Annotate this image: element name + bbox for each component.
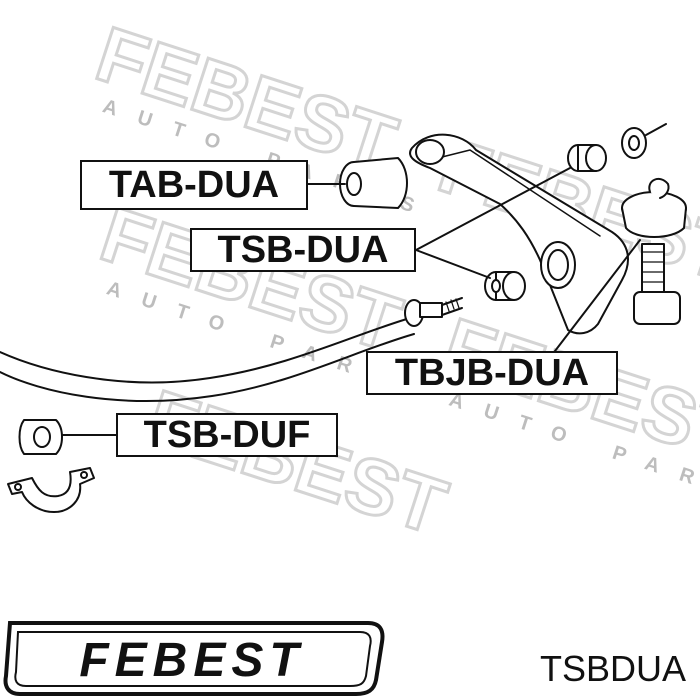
part-code: TSBDUA xyxy=(540,648,687,689)
control-arm xyxy=(409,133,629,335)
end-link xyxy=(404,297,463,327)
bushing-small-lower xyxy=(484,271,526,301)
logo-frame xyxy=(3,621,385,696)
drawing-layer xyxy=(0,123,687,513)
bushing-tsb-duf xyxy=(18,419,63,455)
leader-tbjb-dua xyxy=(554,239,641,352)
label-tsb-duf: TSB-DUF xyxy=(116,413,338,457)
ball-joint xyxy=(621,177,687,325)
clamp-bracket xyxy=(7,467,95,513)
leader-tsb-dua-upper xyxy=(415,167,571,251)
label-tsb-dua: TSB-DUA xyxy=(190,228,416,272)
bushing-small-upper xyxy=(567,144,607,172)
leader-tsb-dua-lower xyxy=(415,249,491,279)
label-tab-dua: TAB-DUA xyxy=(80,160,308,210)
febest-logo: FEBEST xyxy=(3,621,385,696)
logo-frame-inner xyxy=(14,631,372,687)
stabilizer-bar xyxy=(0,317,411,384)
label-tbjb-dua: TBJB-DUA xyxy=(366,351,618,395)
leader-lines xyxy=(61,167,641,436)
logo-wordmark: FEBEST xyxy=(79,634,304,687)
stabilizer-bar-inner xyxy=(0,333,415,402)
bushing-tab-dua xyxy=(339,157,408,209)
washer xyxy=(621,123,667,159)
watermark-layer: FEBEST AUTO PARTS FEBEST FEBEST AUTO PAR… xyxy=(85,8,700,553)
